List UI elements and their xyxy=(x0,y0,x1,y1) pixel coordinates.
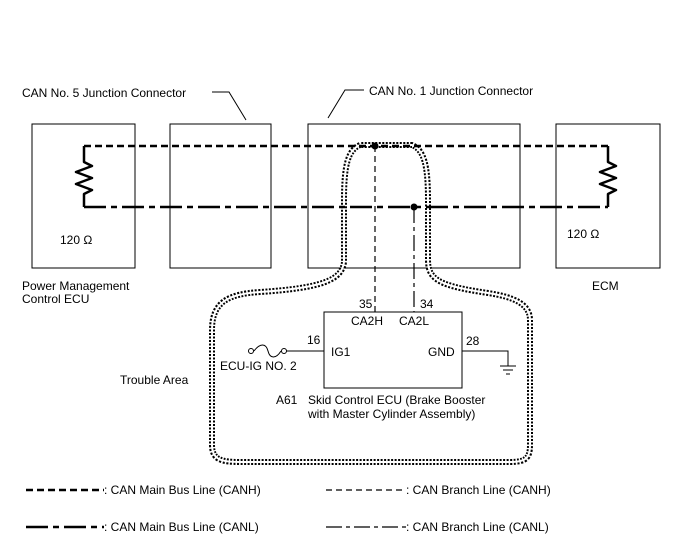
pm-ecu-label-line1: Power Management xyxy=(22,279,130,293)
fuse-terminal-left xyxy=(248,348,254,354)
trouble-area-outline xyxy=(209,142,533,465)
fuse-label: ECU-IG NO. 2 xyxy=(220,359,297,373)
canl-pin-number: 34 xyxy=(420,297,434,311)
jc5-label: CAN No. 5 Junction Connector xyxy=(22,86,186,100)
trouble-area-label: Trouble Area xyxy=(120,373,189,387)
can-no5-junction-connector-box xyxy=(169,123,272,269)
legend-branch-canh-label: : CAN Branch Line (CANH) xyxy=(406,483,551,497)
ecm-label: ECM xyxy=(592,279,619,293)
right-terminating-resistor xyxy=(598,146,618,207)
skid-control-ecu-box xyxy=(323,311,463,389)
fuse-icon xyxy=(253,344,282,358)
jc1-leader-line xyxy=(327,89,364,119)
skid-ecu-label-line1: Skid Control ECU (Brake Booster xyxy=(308,393,485,407)
canl-pin-name: CA2L xyxy=(399,314,429,328)
gnd-pin-name: GND xyxy=(428,345,455,359)
right-resistance-label: 120 Ω xyxy=(567,227,599,241)
legend-main-canh-label: : CAN Main Bus Line (CANH) xyxy=(104,483,261,497)
ground-icon xyxy=(500,365,516,375)
gnd-wire xyxy=(462,350,509,366)
skid-ecu-label-line2: with Master Cylinder Assembly) xyxy=(307,407,475,421)
left-terminating-resistor xyxy=(74,146,94,207)
ig-pin-name: IG1 xyxy=(331,345,351,359)
jc5-leader-line xyxy=(212,91,247,121)
canh-pin-number: 35 xyxy=(359,297,373,311)
left-resistance-label: 120 Ω xyxy=(60,233,92,247)
connector-code-label: A61 xyxy=(276,393,298,407)
legend-branch-canl-label: : CAN Branch Line (CANL) xyxy=(406,520,549,534)
pm-ecu-label-line2: Control ECU xyxy=(22,292,89,306)
ig-pin-number: 16 xyxy=(307,333,321,347)
gnd-pin-number: 28 xyxy=(466,334,480,348)
jc1-label: CAN No. 1 Junction Connector xyxy=(369,84,533,98)
fuse-terminal-right xyxy=(281,348,287,354)
canh-splice-dot xyxy=(371,142,379,150)
canh-pin-name: CA2H xyxy=(351,314,383,328)
power-management-ecu-box xyxy=(31,123,136,269)
canl-splice-dot xyxy=(410,203,418,211)
legend-main-canl-label: : CAN Main Bus Line (CANL) xyxy=(104,520,259,534)
ecm-box xyxy=(555,123,661,269)
